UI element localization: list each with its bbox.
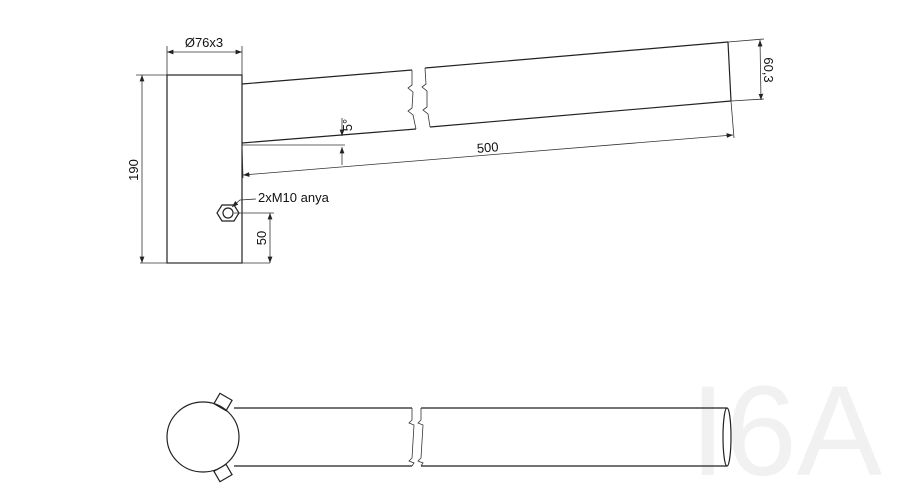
pipe-diameter-label: Ø76x3 (185, 35, 223, 50)
angle-label: 5° (340, 119, 355, 131)
top-nuts (213, 392, 233, 483)
arm-tube (241, 41, 732, 144)
pipe-section (166, 401, 240, 473)
dimension-arm-length: 500 (241, 100, 735, 179)
side-view: Ø76x3 190 5° 500 60,3 (126, 35, 776, 264)
dimension-height: 190 (126, 74, 270, 264)
top-view (166, 392, 732, 483)
nut-offset-label: 50 (254, 231, 269, 245)
height-label: 190 (126, 159, 141, 181)
arm-length-label: 500 (476, 139, 499, 156)
dimension-arm-diameter: 60,3 (727, 38, 776, 102)
watermark-logo: I6A (690, 360, 883, 500)
nut: 2xM10 anya (216, 190, 330, 222)
arm-diameter-label: 60,3 (761, 57, 776, 82)
dimension-nut-offset: 50 (234, 212, 274, 263)
nut-label: 2xM10 anya (258, 190, 330, 205)
dimension-pipe-diameter: Ø76x3 (166, 35, 243, 75)
top-arm-tube (234, 407, 732, 467)
mounting-pipe (166, 74, 243, 264)
